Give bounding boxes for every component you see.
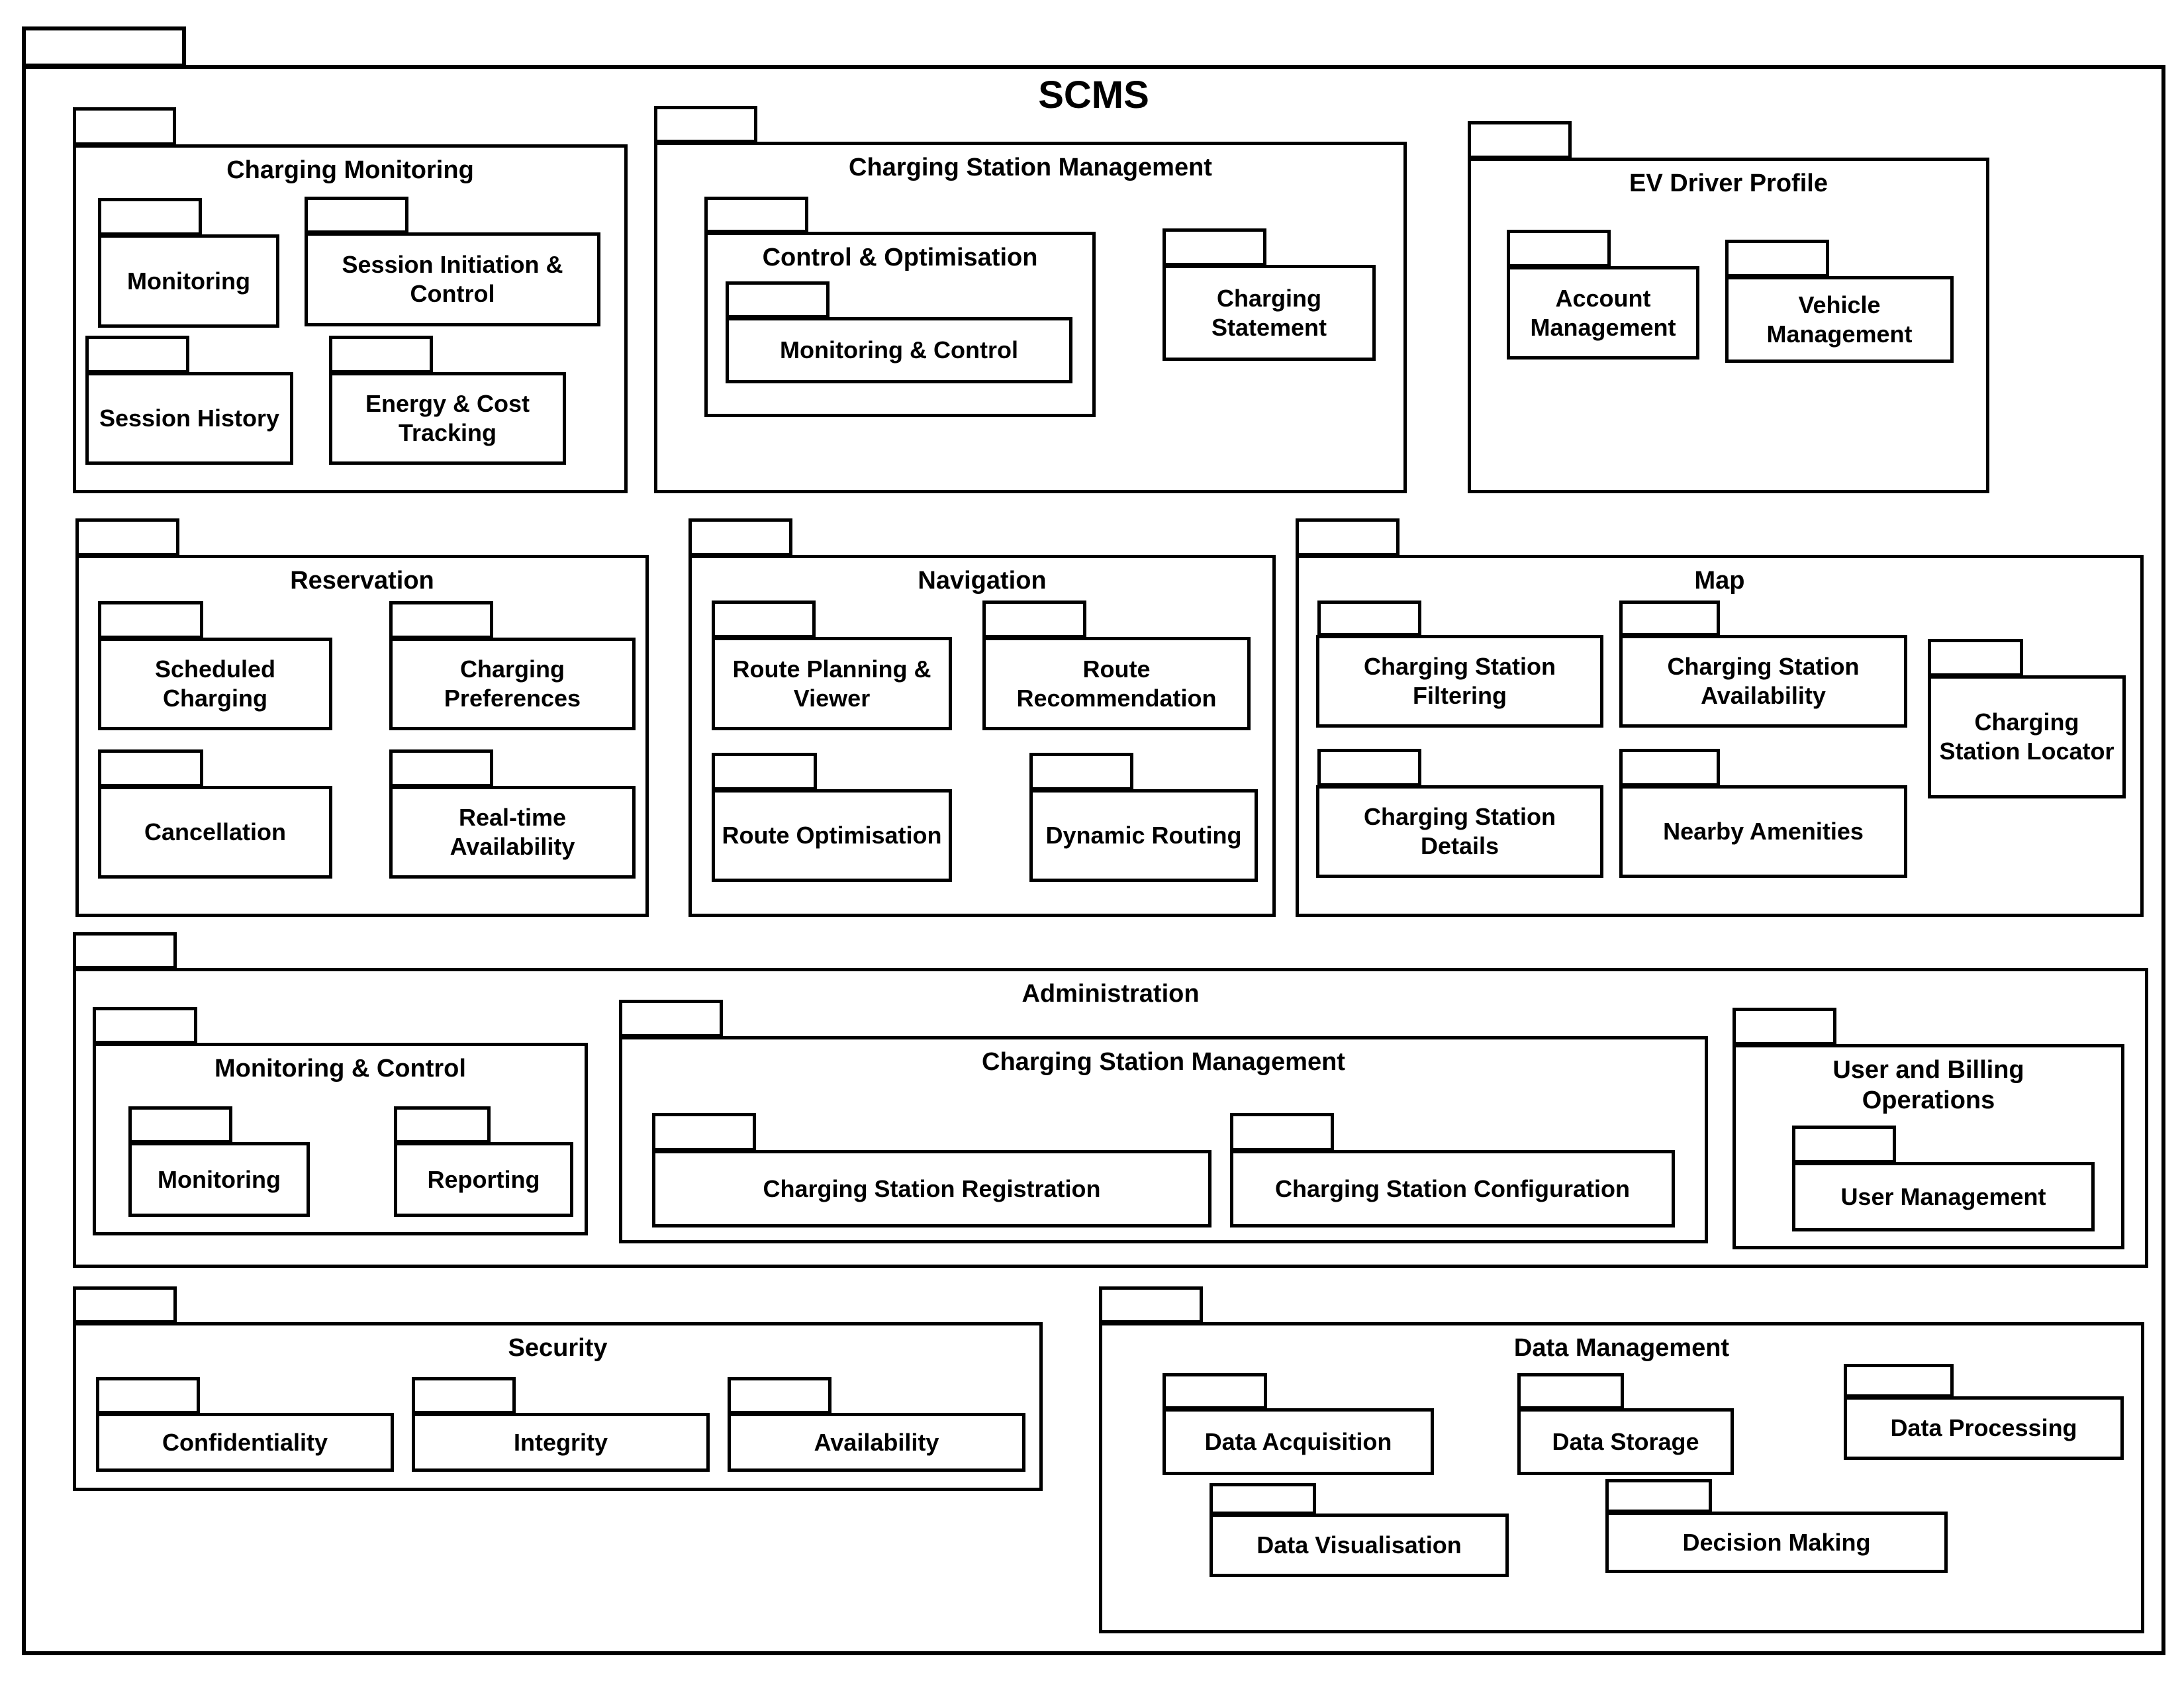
scheduled-charging-tab [98, 601, 203, 639]
reservation-title: Reservation [290, 567, 434, 595]
administration-title: Administration [1021, 980, 1200, 1008]
package-realtime-availability: Real-time Availability [389, 786, 636, 879]
charging-preferences-tab [389, 601, 493, 639]
vehicle-management-tab [1725, 240, 1829, 277]
data-management-title: Data Management [1513, 1334, 1730, 1362]
user-billing-title: User and Billing Operations [1832, 1056, 2024, 1114]
cs-registration-tab [652, 1113, 756, 1151]
user-billing-tab [1733, 1008, 1836, 1045]
package-charging-station-locator: Charging Station Locator [1928, 675, 2126, 798]
session-initiation-tab [305, 197, 408, 234]
package-data-storage: Data Storage [1517, 1408, 1734, 1475]
charging-station-mgmt-title: Charging Station Management [849, 154, 1212, 181]
data-processing-tab [1844, 1364, 1954, 1398]
availability-tab [728, 1377, 831, 1414]
admin-csm-title: Charging Station Management [982, 1048, 1345, 1076]
package-session-initiation-control: Session Initiation & Control [305, 232, 600, 326]
package-monitoring: Monitoring [98, 234, 279, 328]
cs-filtering-tab [1317, 601, 1421, 636]
control-optimisation-title: Control & Optimisation [762, 244, 1038, 271]
package-account-management: Account Management [1507, 266, 1699, 360]
package-energy-cost-tracking: Energy & Cost Tracking [329, 372, 566, 465]
ev-driver-profile-title: EV Driver Profile [1629, 169, 1828, 197]
admin-monitoring-tab [128, 1106, 232, 1143]
package-route-recommendation: Route Recommendation [982, 637, 1251, 730]
integrity-tab [412, 1377, 516, 1414]
charging-statement-tab [1163, 228, 1266, 266]
charging-monitoring-title: Charging Monitoring [226, 156, 474, 184]
package-nearby-amenities: Nearby Amenities [1619, 785, 1907, 878]
admin-csm-tab [619, 1000, 723, 1037]
session-history-tab [85, 336, 189, 373]
data-management-tab [1099, 1286, 1203, 1323]
cs-availability-tab [1619, 601, 1720, 636]
decision-making-tab [1605, 1479, 1712, 1513]
navigation-title: Navigation [918, 567, 1047, 595]
package-confidentiality: Confidentiality [96, 1413, 394, 1472]
realtime-availability-tab [389, 749, 493, 787]
package-scheduled-charging: Scheduled Charging [98, 638, 332, 730]
navigation-tab [688, 518, 792, 556]
scms-title: SCMS [1038, 73, 1149, 117]
route-optimisation-tab [712, 753, 817, 791]
admin-reporting-tab [394, 1106, 491, 1143]
cs-configuration-tab [1230, 1113, 1334, 1151]
cs-details-tab [1317, 749, 1421, 787]
package-cancellation: Cancellation [98, 786, 332, 879]
account-management-tab [1507, 230, 1611, 267]
nearby-amenities-tab [1619, 749, 1720, 787]
administration-tab [73, 932, 177, 969]
package-monitoring-control: Monitoring & Control [726, 317, 1072, 383]
confidentiality-tab [96, 1377, 200, 1414]
cancellation-tab [98, 749, 203, 787]
package-route-optimisation: Route Optimisation [712, 789, 952, 882]
package-admin-monitoring: Monitoring [128, 1142, 310, 1217]
reservation-tab [75, 518, 179, 556]
package-charging-station-filtering: Charging Station Filtering [1316, 635, 1603, 728]
package-data-management [1099, 1322, 2144, 1633]
security-tab [73, 1286, 177, 1323]
data-visualisation-tab [1210, 1483, 1316, 1515]
charging-monitoring-tab [73, 107, 176, 146]
energy-cost-tracking-tab [329, 336, 433, 373]
scms-package-tab [22, 26, 186, 68]
monitoring-tab [98, 198, 202, 236]
security-title: Security [508, 1334, 608, 1362]
charging-station-mgmt-tab [654, 106, 757, 143]
package-vehicle-management: Vehicle Management [1725, 276, 1954, 363]
admin-monitoring-control-tab [93, 1007, 197, 1044]
package-data-acquisition: Data Acquisition [1163, 1408, 1434, 1475]
admin-monitoring-control-title: Monitoring & Control [214, 1055, 466, 1082]
data-acquisition-tab [1163, 1373, 1267, 1410]
package-charging-station-details: Charging Station Details [1316, 785, 1603, 878]
package-charging-station-availability: Charging Station Availability [1619, 635, 1907, 728]
ev-driver-profile-tab [1468, 121, 1572, 159]
data-storage-tab [1517, 1373, 1624, 1410]
monitoring-control-tab [726, 281, 830, 318]
map-title: Map [1694, 567, 1745, 595]
package-cs-registration: Charging Station Registration [652, 1150, 1211, 1227]
user-management-tab [1792, 1126, 1896, 1163]
package-data-visualisation: Data Visualisation [1210, 1514, 1509, 1577]
package-session-history: Session History [85, 372, 293, 465]
dynamic-routing-tab [1029, 753, 1133, 791]
map-tab [1296, 518, 1400, 556]
package-route-planning-viewer: Route Planning & Viewer [712, 637, 952, 730]
route-recommendation-tab [982, 601, 1086, 638]
cs-locator-tab [1928, 639, 2023, 677]
package-dynamic-routing: Dynamic Routing [1029, 789, 1258, 882]
package-availability: Availability [728, 1413, 1025, 1472]
package-cs-configuration: Charging Station Configuration [1230, 1150, 1675, 1227]
package-user-management: User Management [1792, 1162, 2095, 1231]
package-integrity: Integrity [412, 1413, 710, 1472]
control-optimisation-tab [704, 197, 808, 233]
route-planning-tab [712, 601, 816, 638]
package-charging-preferences: Charging Preferences [389, 638, 636, 730]
package-data-processing: Data Processing [1844, 1396, 2124, 1460]
package-charging-statement: Charging Statement [1163, 265, 1376, 361]
package-admin-reporting: Reporting [394, 1142, 573, 1217]
package-decision-making: Decision Making [1605, 1512, 1948, 1573]
